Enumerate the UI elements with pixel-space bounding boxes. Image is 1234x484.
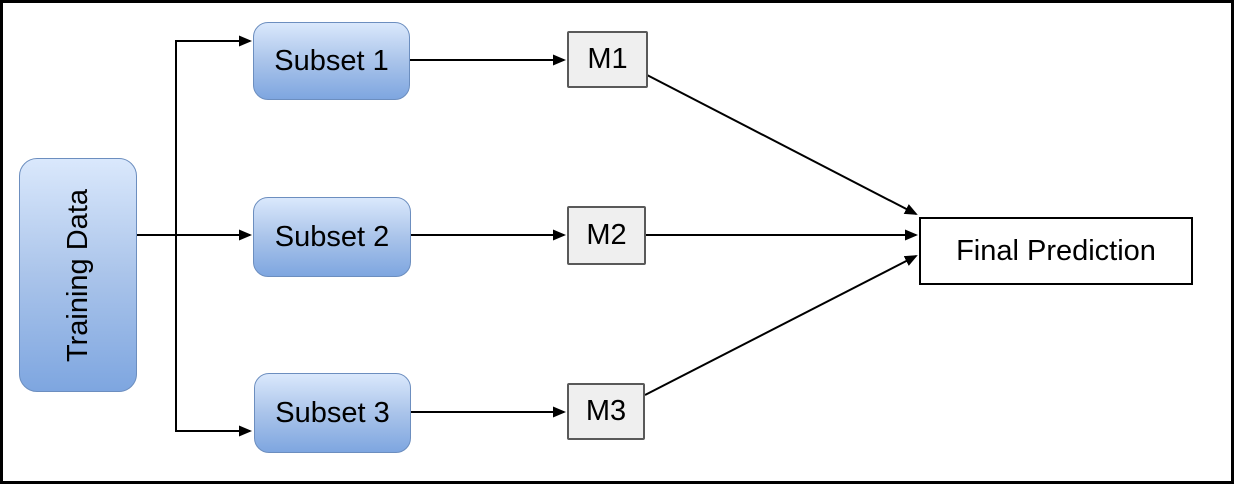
edge-m3-to-final <box>644 255 918 396</box>
node-subset2-label: Subset 2 <box>274 220 390 253</box>
node-subset1: Subset 1 <box>253 22 410 100</box>
node-m2: M2 <box>567 206 646 265</box>
node-training-data-label: Training Data <box>61 188 94 362</box>
node-training-data: Training Data <box>19 158 137 392</box>
node-subset2: Subset 2 <box>253 197 411 277</box>
node-m2-label: M2 <box>586 219 627 251</box>
node-subset3-label: Subset 3 <box>275 396 390 429</box>
node-m1-label: M1 <box>587 43 628 75</box>
node-m3-label: M3 <box>585 395 627 427</box>
node-m3: M3 <box>567 383 645 440</box>
node-final-prediction-label: Final Prediction <box>956 234 1156 267</box>
edge-m1-to-final <box>646 74 918 215</box>
node-subset1-label: Subset 1 <box>274 44 389 77</box>
node-m1: M1 <box>567 31 648 88</box>
node-final-prediction: Final Prediction <box>919 217 1193 285</box>
node-subset3: Subset 3 <box>254 373 411 453</box>
